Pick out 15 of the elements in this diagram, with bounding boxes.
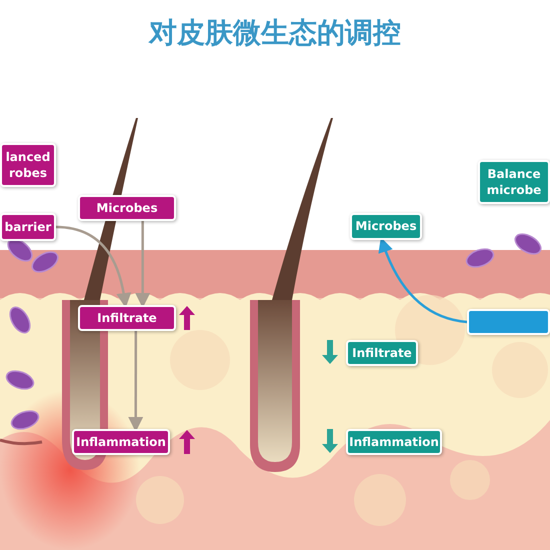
title: 对皮肤微生态的调控 bbox=[147, 15, 402, 51]
label-box: Microbes bbox=[350, 213, 422, 240]
label-box: Infiltrate bbox=[78, 305, 176, 331]
label-box: barrier bbox=[0, 213, 56, 241]
label-box: lanced robes bbox=[0, 143, 56, 187]
arrow bbox=[128, 331, 144, 432]
label-box: Microbes bbox=[78, 195, 176, 221]
label-box: Inflammation bbox=[346, 429, 442, 455]
arrow bbox=[378, 237, 468, 324]
label-box: Inflammation bbox=[72, 429, 170, 455]
arrow bbox=[56, 226, 131, 308]
label-box: Infiltrate bbox=[346, 340, 418, 366]
arrow bbox=[135, 221, 150, 308]
box bbox=[467, 309, 550, 335]
label-box: Balance microbe bbox=[478, 160, 550, 204]
